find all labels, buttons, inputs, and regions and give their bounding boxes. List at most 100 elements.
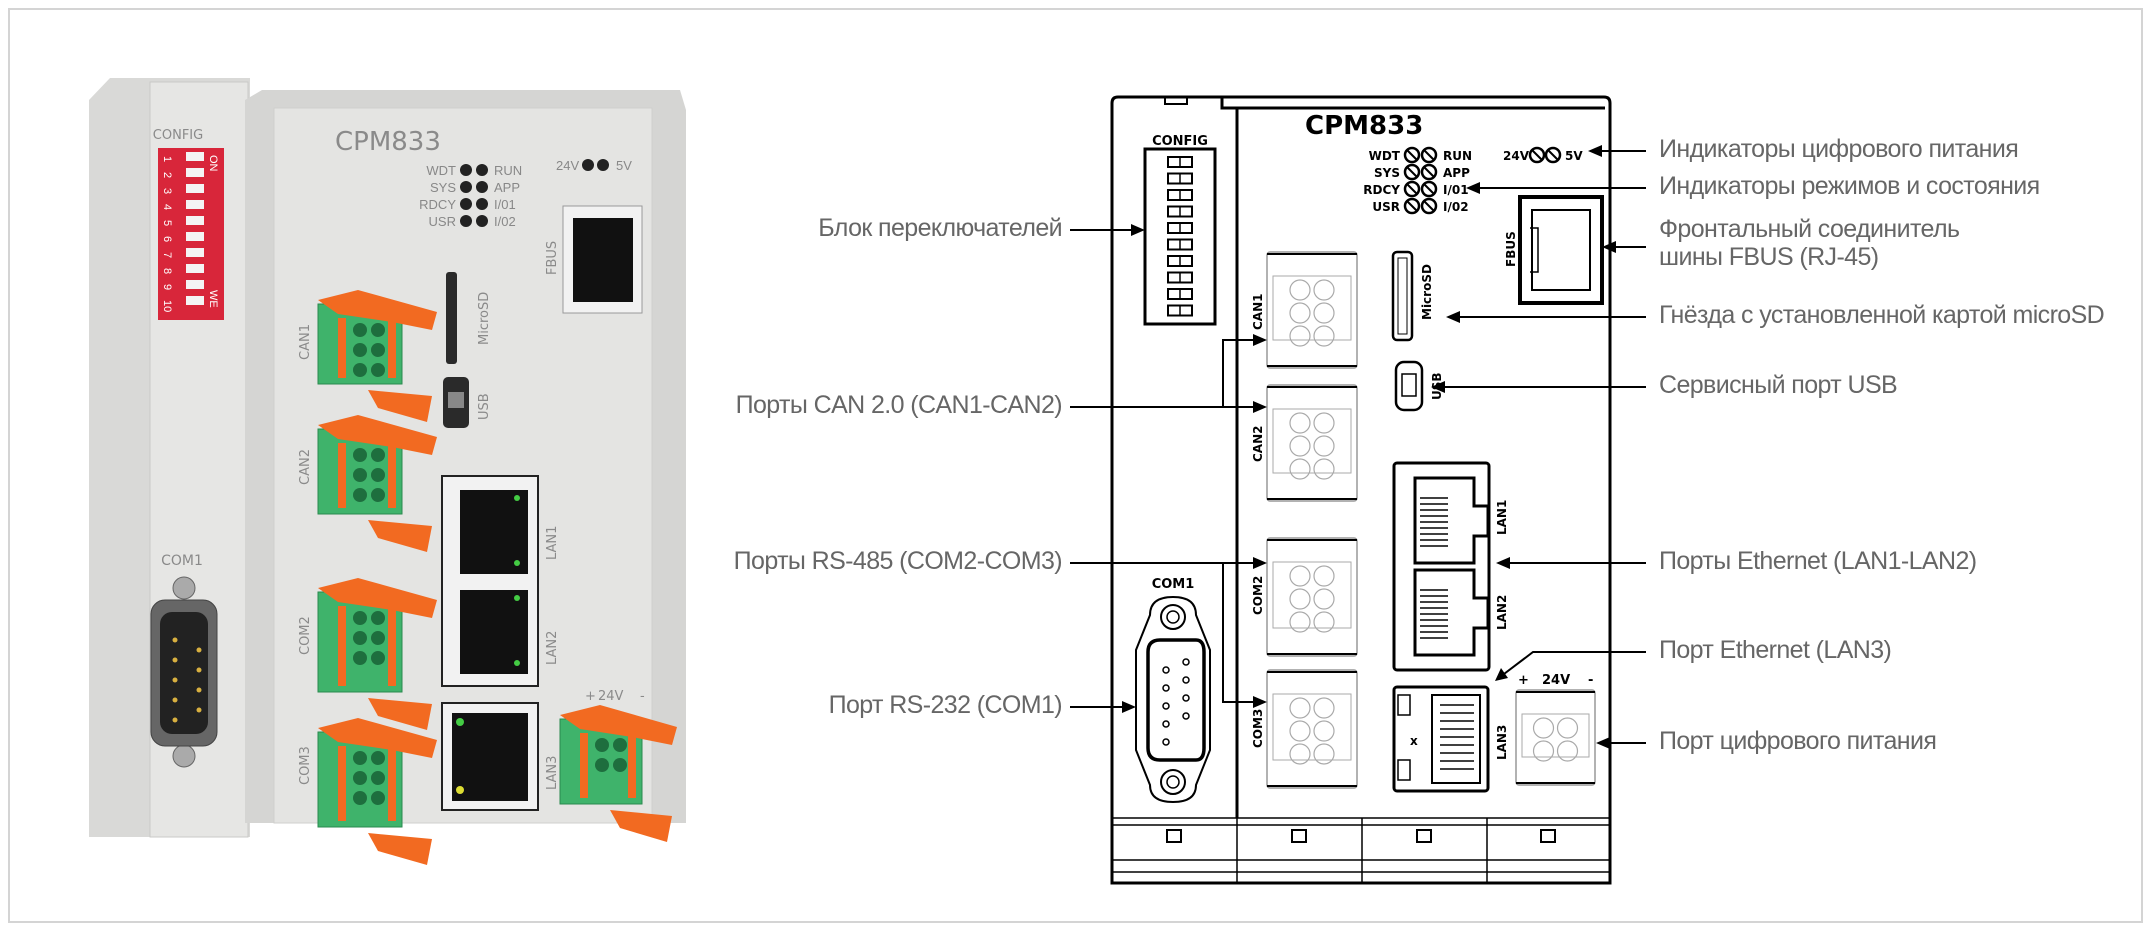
svg-text:24V: 24V <box>1542 673 1570 688</box>
db9-pin <box>1162 738 1170 746</box>
svg-text:SYS: SYS <box>1374 166 1400 180</box>
svg-text:FBUS: FBUS <box>545 241 560 275</box>
arrow-icon <box>1131 224 1145 236</box>
dip-switch-drawing <box>1143 147 1217 326</box>
svg-text:LAN1: LAN1 <box>545 526 560 560</box>
svg-text:LAN3: LAN3 <box>1495 725 1509 760</box>
arrow-icon <box>1446 311 1460 323</box>
usb-port-drawing <box>1394 360 1424 412</box>
svg-text:CAN2: CAN2 <box>298 449 313 485</box>
dip-number: 5 <box>161 220 173 226</box>
led-indicator <box>460 198 472 210</box>
led-indicator <box>460 215 472 227</box>
label-microsd: Гнёзда с установленной картой microSD <box>1659 301 2105 329</box>
arrow-icon <box>1122 701 1136 713</box>
dip-number: 1 <box>161 156 173 162</box>
svg-text:USB: USB <box>477 393 492 420</box>
arrow-icon <box>1602 241 1616 253</box>
fbus-port-drawing <box>1518 195 1604 305</box>
svg-text:I/01: I/01 <box>1443 183 1469 197</box>
svg-text:COM2: COM2 <box>298 616 313 655</box>
dip-switch <box>186 248 204 257</box>
svg-text:I/02: I/02 <box>494 214 516 229</box>
svg-text:CAN2: CAN2 <box>1251 426 1265 463</box>
db9-pin <box>1182 712 1190 720</box>
terminal-block-drawing <box>1266 537 1358 657</box>
svg-text:x: x <box>1410 734 1418 748</box>
svg-text:CAN1: CAN1 <box>298 324 313 360</box>
svg-text:+: + <box>585 689 596 704</box>
com1-label: COM1 <box>161 553 203 569</box>
db9-pin <box>172 657 178 663</box>
led-indicator <box>582 159 594 171</box>
terminal-block-photo <box>317 415 437 552</box>
leader-lines <box>1070 150 1646 744</box>
label-rs232-port: Порт RS-232 (COM1) <box>828 691 1063 719</box>
terminal-block-photo <box>559 705 677 842</box>
svg-text:24V: 24V <box>556 158 579 173</box>
arrow-icon <box>1496 557 1510 569</box>
terminal-block-drawing <box>1266 669 1358 789</box>
terminal-block-photo <box>317 578 437 730</box>
db9-pin <box>172 637 178 643</box>
led-indicator <box>1420 180 1438 198</box>
terminal-block-photo <box>317 290 437 422</box>
db9-pin <box>196 707 202 713</box>
dip-switch <box>186 216 204 225</box>
led-indicator <box>1528 146 1546 164</box>
label-usb: Сервисный порт USB <box>1659 371 1898 399</box>
svg-text:FBUS: FBUS <box>1504 231 1518 267</box>
dip-switch <box>186 184 204 193</box>
dip-number: 10 <box>161 300 173 312</box>
svg-text:MicroSD: MicroSD <box>477 292 492 345</box>
dip-switch <box>186 280 204 289</box>
db9-pin <box>1162 720 1170 728</box>
db9-pin <box>1162 684 1170 692</box>
svg-text:COM2: COM2 <box>1251 576 1265 615</box>
dip-switch <box>186 152 204 161</box>
figure-frame <box>8 8 2143 923</box>
svg-text:USR: USR <box>1372 200 1400 214</box>
led-indicator <box>1420 146 1438 164</box>
svg-text:-: - <box>1588 673 1593 688</box>
db9-pin <box>196 687 202 693</box>
led-indicator <box>1403 197 1421 215</box>
terminal-block-drawing <box>1515 689 1596 786</box>
svg-text:USR: USR <box>429 214 456 229</box>
terminal-block-drawing <box>1266 251 1358 369</box>
terminal-block-photo <box>317 718 437 865</box>
label-fbus-line1: Фронтальный соединитель <box>1659 215 1960 243</box>
arrow-icon <box>1253 334 1267 346</box>
svg-text:COM1: COM1 <box>1152 577 1195 592</box>
dip-number: 7 <box>161 252 173 258</box>
label-power-port: Порт цифрового питания <box>1659 727 1937 755</box>
dip-number: 6 <box>161 236 173 242</box>
svg-text:COM3: COM3 <box>298 746 313 785</box>
arrow-icon <box>1466 182 1480 194</box>
dip-number: 4 <box>161 204 173 210</box>
svg-text:-: - <box>640 689 645 704</box>
db9-pin <box>1182 676 1190 684</box>
label-mode-leds: Индикаторы режимов и состояния <box>1659 172 2040 200</box>
led-indicator <box>1403 180 1421 198</box>
arrow-icon <box>1253 557 1267 569</box>
microsd-slot-photo <box>446 272 457 364</box>
dip-switch <box>186 168 204 177</box>
dip-switch <box>186 200 204 209</box>
led-indicator <box>1403 163 1421 181</box>
led-indicator <box>1403 146 1421 164</box>
svg-text:RDCY: RDCY <box>1363 183 1400 197</box>
svg-text:I/02: I/02 <box>1443 200 1469 214</box>
svg-text:+: + <box>1518 673 1529 688</box>
led-indicator <box>1544 146 1562 164</box>
svg-text:SYS: SYS <box>430 180 456 195</box>
arrow-icon <box>1253 696 1267 708</box>
svg-text:LAN2: LAN2 <box>1495 595 1509 630</box>
db9-pin <box>172 697 178 703</box>
arrow-icon <box>1588 145 1602 157</box>
svg-text:5V: 5V <box>616 158 632 173</box>
dip-number: 9 <box>161 284 173 290</box>
led-indicator <box>1420 163 1438 181</box>
